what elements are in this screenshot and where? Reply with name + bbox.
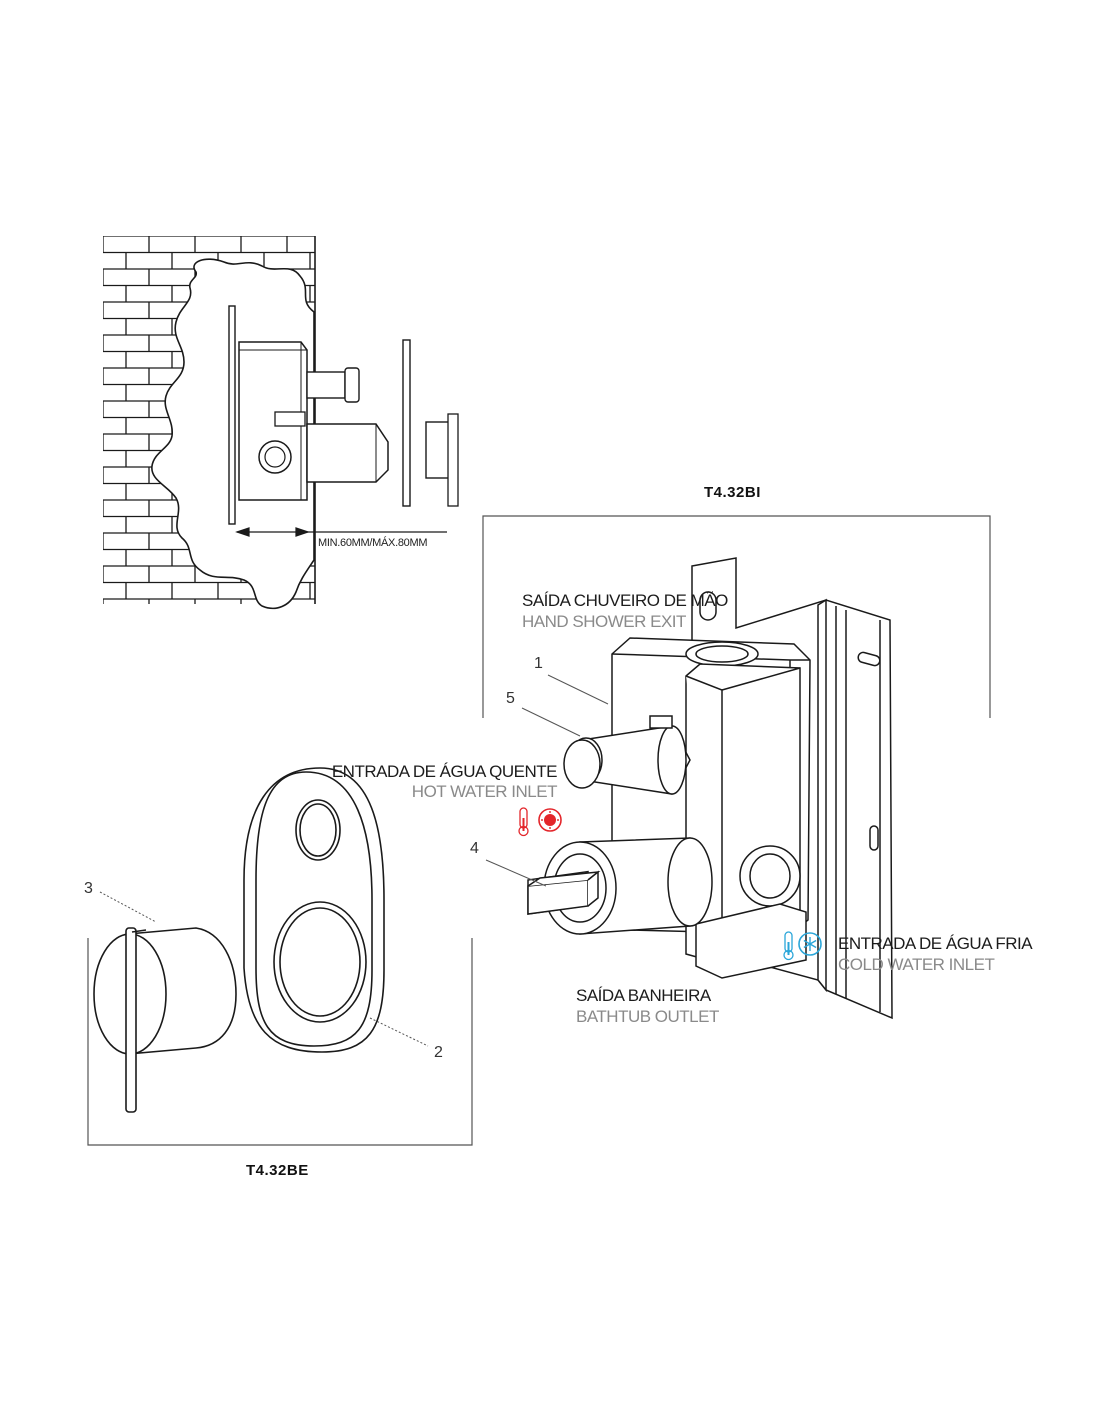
leader-lines-be: [99, 891, 429, 1047]
lever-handle: [93, 927, 237, 1113]
part-number-2: 2: [434, 1044, 443, 1061]
part-number-5: 5: [506, 690, 515, 707]
mixer-cartridge: [527, 837, 713, 935]
be-frame: [87, 938, 473, 1146]
bi-frame: [482, 515, 991, 718]
mounting-plate: [228, 305, 236, 525]
dimension-line: [235, 527, 447, 537]
product-code-internal: T4.32BI: [704, 484, 761, 501]
bathtub-outlet-pt: SAÍDA BANHEIRA: [576, 986, 711, 1005]
escutcheon-plate: [243, 767, 385, 1053]
hand-shower-exit-en: HAND SHOWER EXIT: [522, 612, 686, 631]
cold-water-inlet-pt: ENTRADA DE ÁGUA FRIA: [838, 934, 1033, 953]
dimension-label: MIN.60MM/MÁX.80MM: [318, 537, 428, 549]
hand-shower-exit-pt: SAÍDA CHUVEIRO DE MÃO: [522, 591, 728, 610]
hot-water-inlet-pt: ENTRADA DE ÁGUA QUENTE: [331, 762, 558, 781]
part-number-3: 3: [84, 880, 93, 897]
thermometer-snowflake-icon: [783, 931, 822, 961]
hot-water-inlet-en: HOT WATER INLET: [411, 782, 558, 801]
cover-plate-side: [402, 339, 411, 507]
hot-inlet-stem: [563, 715, 691, 795]
product-code-external: T4.32BE: [246, 1162, 309, 1179]
bathtub-outlet-en: BATHTUB OUTLET: [576, 1007, 719, 1026]
part-number-4: 4: [470, 840, 479, 857]
part-number-1: 1: [534, 655, 543, 672]
leader-lines-bi: [485, 674, 609, 887]
diverter-stem-side: [306, 371, 346, 399]
thermometer-sun-icon: [518, 807, 562, 837]
cold-water-inlet-en: COLD WATER INLET: [838, 955, 995, 974]
